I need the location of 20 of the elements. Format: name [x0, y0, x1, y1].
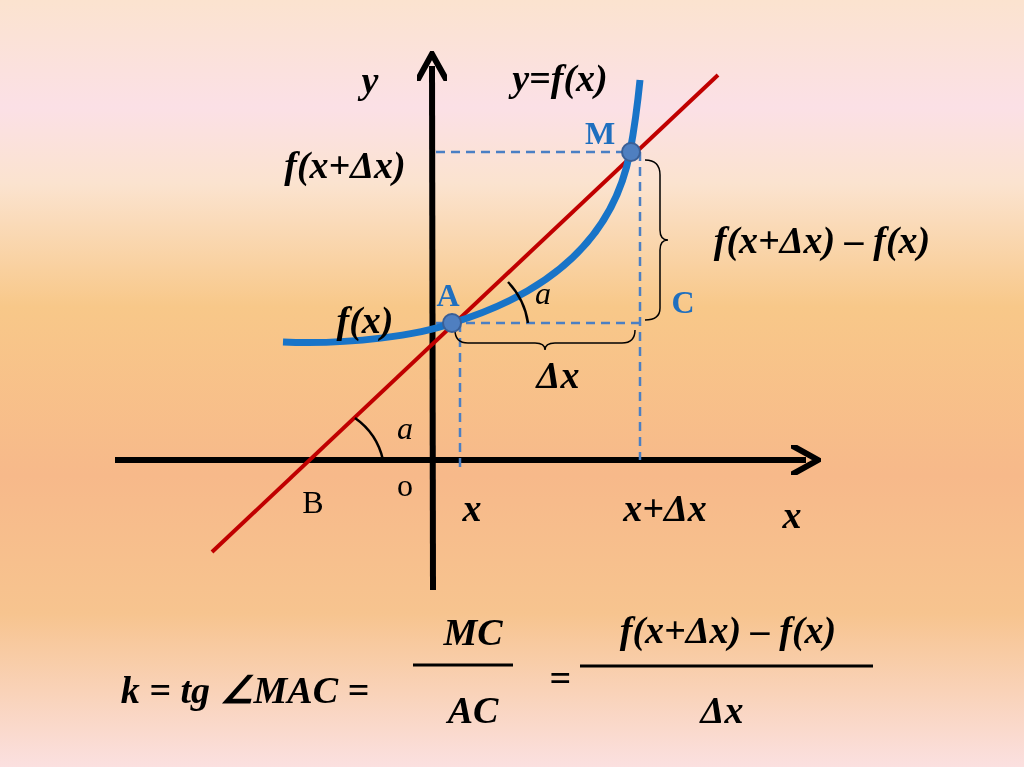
- value-label: f(x+Δx): [284, 146, 406, 184]
- point-label: C: [671, 286, 695, 318]
- value-label: f(x): [336, 301, 394, 339]
- point-label: M: [584, 117, 616, 149]
- axis-label: x: [782, 496, 802, 534]
- point-label: B: [302, 486, 324, 518]
- tick-label: x+Δx: [623, 489, 707, 527]
- formula-text: Δx: [700, 691, 744, 729]
- formula-text: =: [549, 659, 571, 697]
- formula-text: MC: [443, 613, 503, 651]
- formula-text: f(x+Δx) – f(x): [619, 611, 837, 649]
- angle-label: a: [535, 277, 551, 309]
- increment-label: Δx: [536, 356, 580, 394]
- angle-label: a: [397, 412, 413, 444]
- point-label: A: [436, 279, 460, 311]
- formula-text: k = tg ∠MAC =: [120, 671, 370, 709]
- tick-label: x: [462, 489, 482, 527]
- origin-label: o: [397, 469, 413, 501]
- formula-text: AC: [447, 691, 499, 729]
- difference-label: f(x+Δx) – f(x): [713, 221, 931, 259]
